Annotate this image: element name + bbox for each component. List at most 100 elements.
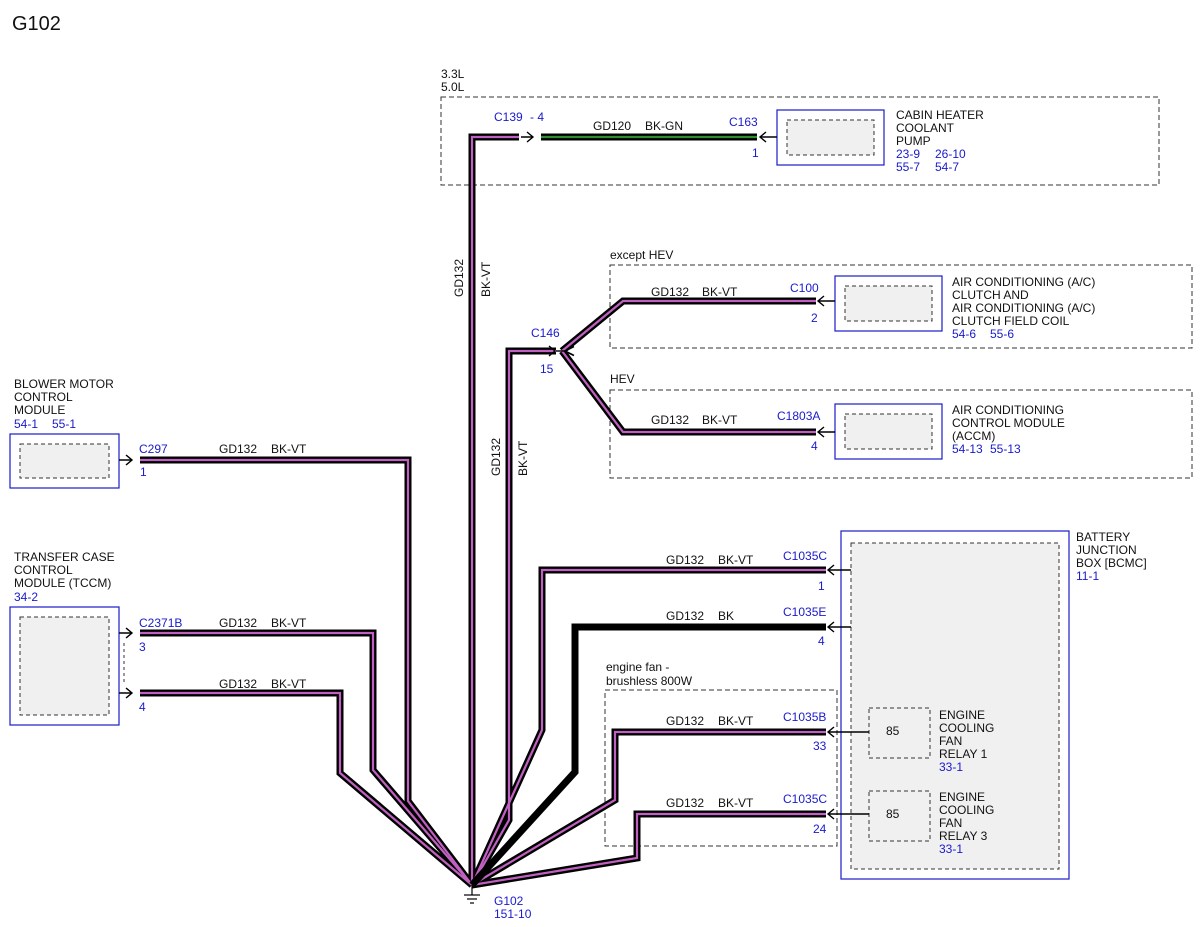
wire-bjb-24-inner	[471, 812, 826, 887]
c1035e-4-arrow	[826, 621, 851, 633]
bjb-name-line2: JUNCTION	[1076, 543, 1137, 557]
pump-name-line3: PUMP	[896, 134, 931, 148]
c1035b-33-arrow	[826, 726, 869, 738]
variant-label-line1: 3.3L	[441, 67, 465, 81]
bjb-wire2-circuit: GD132	[666, 609, 704, 623]
ac-clutch-module-inner	[844, 285, 933, 322]
except-hev-wire-circuit: GD132	[651, 285, 689, 299]
c297-pin: 1	[140, 465, 147, 479]
except-hev-wire-color: BK-VT	[702, 285, 738, 299]
pump-wire-color: BK-GN	[645, 119, 683, 133]
accm-module-inner	[844, 413, 933, 450]
c146-arrow	[548, 345, 557, 357]
c297-connector: C297	[139, 442, 168, 456]
c100-pin: 2	[811, 311, 818, 325]
pump-ref-3: 55-7	[896, 160, 920, 174]
bjb-wire3-color: BK-VT	[718, 714, 754, 728]
c297-arrow	[119, 454, 134, 466]
variant-label-line2: 5.0L	[441, 80, 465, 94]
ac-clutch-ref-2: 55-6	[990, 327, 1014, 341]
tccm-name-line2: CONTROL	[14, 563, 73, 577]
wires	[140, 133, 826, 889]
tccm-module-inner	[19, 616, 110, 716]
pump-ref-1: 23-9	[896, 147, 920, 161]
main-vertical-circuit: GD132	[452, 259, 466, 297]
hev-box	[609, 389, 1193, 479]
bjb-wire1-circuit: GD132	[666, 553, 704, 567]
bjb-ref: 11-1	[1076, 569, 1099, 583]
c1803a-arrow	[816, 426, 835, 438]
wire-bjb-1-inner	[470, 568, 826, 886]
hev-label: HEV	[610, 372, 635, 386]
except-hev-box	[609, 264, 1193, 349]
accm-name-line1: AIR CONDITIONING	[952, 403, 1064, 417]
bjb-wire1-color: BK-VT	[718, 553, 754, 567]
c100-arrow	[816, 295, 835, 307]
tccm-wire1-circuit: GD132	[219, 616, 257, 630]
wire-blower-inner	[140, 458, 473, 886]
blower-module-inner	[19, 443, 110, 479]
relay1-name-line4: RELAY 1	[939, 747, 988, 761]
accm-name-line2: CONTROL MODULE	[952, 416, 1065, 430]
page-title: G102	[12, 13, 61, 35]
relay1-pin: 85	[886, 724, 900, 738]
c2371b-connector: C2371B	[139, 616, 182, 630]
relay3-pin: 85	[886, 807, 900, 821]
connector-arrows	[119, 131, 869, 820]
bjb-wire4-circuit: GD132	[666, 796, 704, 810]
bjb-wire2-connector: C1035E	[783, 605, 826, 619]
wire-bjb-4-bk	[469, 623, 826, 888]
bjb-name-line1: BATTERY	[1076, 530, 1130, 544]
bjb-wire2-color: BK	[718, 609, 734, 623]
bjb-wire3-pin: 33	[813, 739, 827, 753]
except-hev-label: except HEV	[610, 248, 673, 262]
relay3-ref: 33-1	[939, 842, 963, 856]
c146-vertical-color: BK-VT	[516, 440, 530, 476]
c163-arrow	[758, 131, 777, 143]
accm-ref-1: 54-13	[952, 442, 983, 456]
tccm-wire1-color: BK-VT	[271, 616, 307, 630]
engine-fan-box	[604, 689, 838, 847]
tccm-wire2-color: BK-VT	[271, 677, 307, 691]
relay3-name-line3: FAN	[939, 816, 962, 830]
tccm-wire2-circuit: GD132	[219, 677, 257, 691]
c146-pin: 15	[540, 362, 554, 376]
relay3-box	[868, 790, 931, 842]
pump-ref-4: 54-7	[935, 160, 959, 174]
wire-bjb-1-outer	[468, 566, 826, 887]
relay1-name-line3: FAN	[939, 734, 962, 748]
pump-name-line2: COOLANT	[896, 121, 955, 135]
pump-module-inner	[786, 119, 875, 156]
hev-wire-color: BK-VT	[702, 413, 738, 427]
bjb-wire1-connector: C1035C	[783, 549, 827, 563]
accm-name-line3: (ACCM)	[952, 429, 995, 443]
tccm-name-line1: TRANSFER CASE	[14, 550, 115, 564]
c1035c-24-arrow	[826, 808, 869, 820]
ground-ref: 151-10	[494, 907, 532, 921]
pump-name-line1: CABIN HEATER	[896, 108, 984, 122]
blower-ref-1: 54-1	[14, 417, 38, 431]
bjb-name-line3: BOX [BCMC]	[1076, 556, 1147, 570]
c1035c-1-arrow	[826, 564, 851, 576]
relay3-name-line4: RELAY 3	[939, 829, 988, 843]
wire-tccm-4-outer	[140, 689, 475, 888]
ac-clutch-ref-1: 54-6	[952, 327, 976, 341]
wire-hev-inner	[561, 350, 816, 434]
wire-tccm-4-inner	[140, 691, 473, 886]
bjb-wire4-connector: C1035C	[783, 792, 827, 806]
c163-pin: 1	[752, 146, 759, 160]
accm-ref-2: 55-13	[990, 442, 1021, 456]
tccm-ref: 34-2	[14, 590, 38, 604]
c2371b-3-arrow	[119, 627, 134, 639]
ac-clutch-name-line3: AIR CONDITIONING (A/C)	[952, 301, 1095, 315]
wire-main-vertical-inner	[470, 135, 519, 885]
wire-tccm-3-inner	[140, 631, 473, 886]
ac-clutch-name-line1: AIR CONDITIONING (A/C)	[952, 275, 1095, 289]
c163-connector: C163	[729, 115, 758, 129]
pump-wire-circuit: GD120	[593, 119, 631, 133]
blower-wire-color: BK-VT	[271, 442, 307, 456]
wire-except-hev-outer	[559, 297, 816, 354]
relay3-name-line2: COOLING	[939, 803, 994, 817]
bjb-wire3-circuit: GD132	[666, 714, 704, 728]
